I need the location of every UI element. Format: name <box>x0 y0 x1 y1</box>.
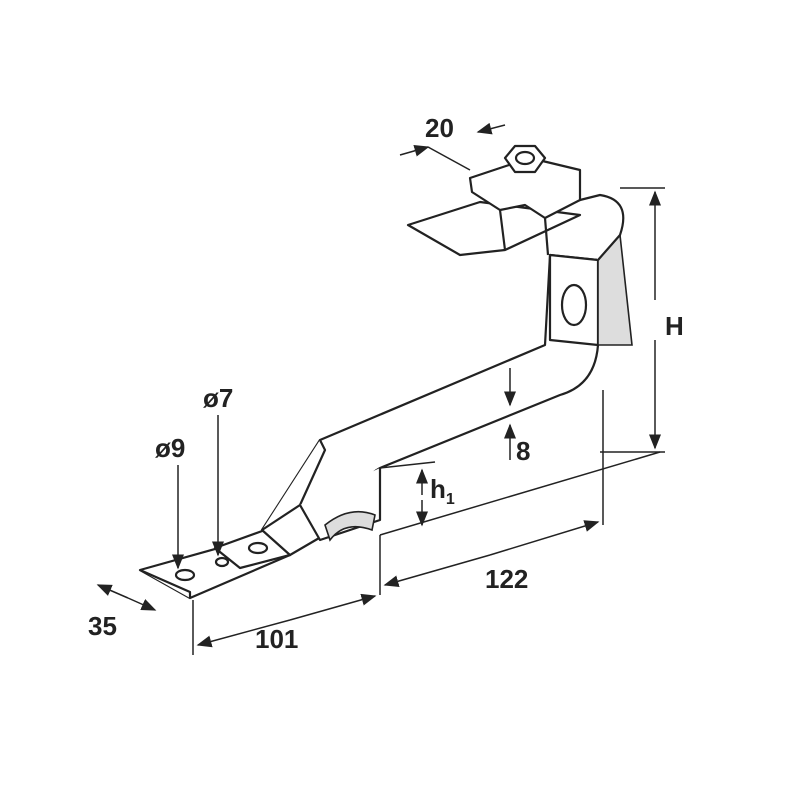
roof-hook-part <box>138 144 633 600</box>
label-bolt-width: 20 <box>425 113 454 143</box>
dimension-lines <box>96 122 665 655</box>
hole-7 <box>214 556 230 568</box>
label-hook-height: h1 <box>430 474 455 508</box>
label-hole-9: ø9 <box>155 433 185 463</box>
label-hole-7: ø7 <box>203 383 233 413</box>
upright-hole <box>560 283 588 327</box>
label-height: H <box>665 311 684 341</box>
label-arm-length: 122 <box>485 564 528 594</box>
dimension-labels: 20 H 8 h1 ø7 ø9 35 101 122 <box>88 113 684 654</box>
label-base-length: 101 <box>255 624 298 654</box>
label-thickness: 8 <box>516 436 530 466</box>
label-base-width: 35 <box>88 611 117 641</box>
hole-extra <box>247 541 269 555</box>
hole-9 <box>174 568 196 582</box>
top-bracket <box>406 200 582 257</box>
